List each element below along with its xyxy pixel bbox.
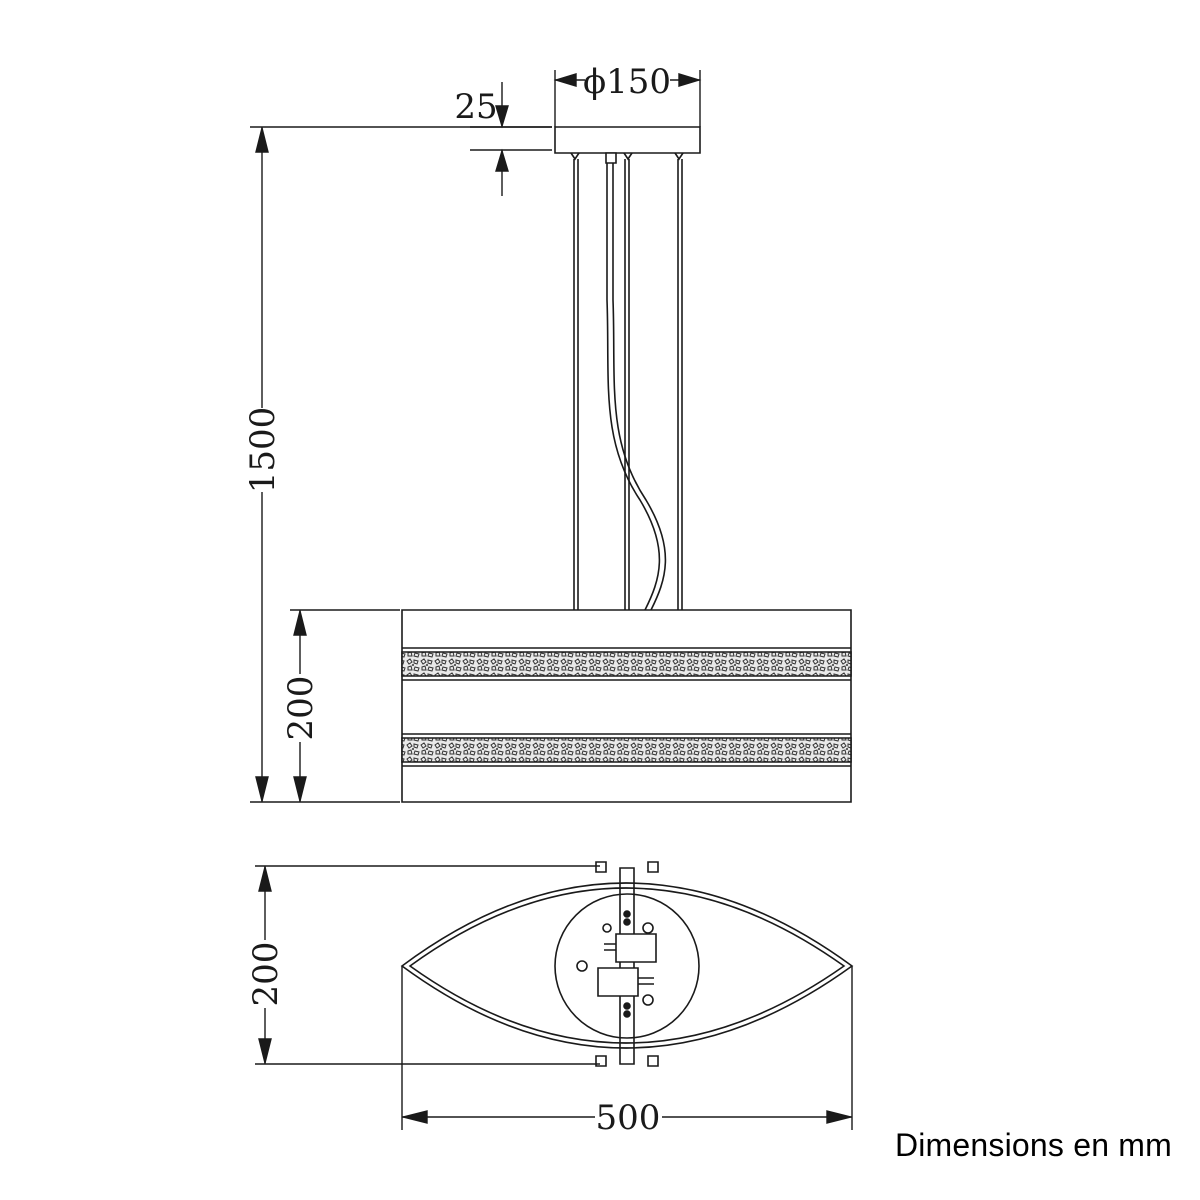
side-view <box>402 127 851 802</box>
mounting-plate <box>555 894 699 1038</box>
screw-dot-3 <box>624 1003 630 1009</box>
canopy-width-arrow-left <box>556 74 576 86</box>
canopy-height-arrow-bottom <box>496 151 508 171</box>
shade-outline-outer <box>402 883 852 1048</box>
canopy-width-arrow-right <box>679 74 699 86</box>
shade-height-label: 200 <box>281 676 321 741</box>
depth-arrow-top <box>259 867 271 891</box>
screw-dot-2 <box>624 919 630 925</box>
units-caption: Dimensions en mm <box>894 1127 1172 1163</box>
canopy-fixing-screws <box>571 153 683 159</box>
bracket-top-right <box>648 862 658 872</box>
bracket-bottom-right <box>648 1056 658 1066</box>
fixing-hole-3 <box>643 995 653 1005</box>
depth-arrow-bottom <box>259 1039 271 1063</box>
plan-view <box>402 862 852 1066</box>
bracket-bottom-left <box>596 1056 606 1066</box>
canopy-diameter-label: ϕ150 <box>583 62 671 102</box>
cable-gland <box>606 153 616 163</box>
screw-dot-1 <box>624 911 630 917</box>
shade-height-arrow-bottom <box>294 777 306 801</box>
fixing-hole-2 <box>577 961 587 971</box>
fixing-hole-4 <box>603 924 611 932</box>
fixing-hole-1 <box>643 923 653 933</box>
shade-depth-label: 200 <box>246 942 286 1007</box>
shade-height-arrow-top <box>294 611 306 635</box>
shade-width-label: 500 <box>596 1098 661 1138</box>
bracket-top-left <box>596 862 606 872</box>
driver-terminals <box>604 944 654 984</box>
ceiling-canopy <box>555 127 700 153</box>
canopy-height-label: 25 <box>454 87 497 127</box>
canopy-height-arrow-top <box>496 106 508 126</box>
power-cable-2 <box>613 163 665 610</box>
shade-outline-inner <box>410 888 844 1043</box>
overall-height-label: 1500 <box>243 407 283 494</box>
overall-height-arrow-bottom <box>256 777 268 801</box>
driver-box-upper <box>616 934 656 962</box>
crystal-band-lower <box>402 738 851 762</box>
power-cable <box>607 163 659 610</box>
dimension-lines-plan <box>255 866 852 1130</box>
overall-height-arrow-top <box>256 128 268 152</box>
width-arrow-left <box>403 1111 427 1123</box>
screw-dot-4 <box>624 1011 630 1017</box>
dimension-lines-side <box>250 70 700 802</box>
width-arrow-right <box>827 1111 851 1123</box>
shade-body <box>402 610 851 802</box>
crystal-band-upper <box>402 652 851 676</box>
support-bar <box>620 868 634 1064</box>
driver-box-lower <box>598 968 638 996</box>
